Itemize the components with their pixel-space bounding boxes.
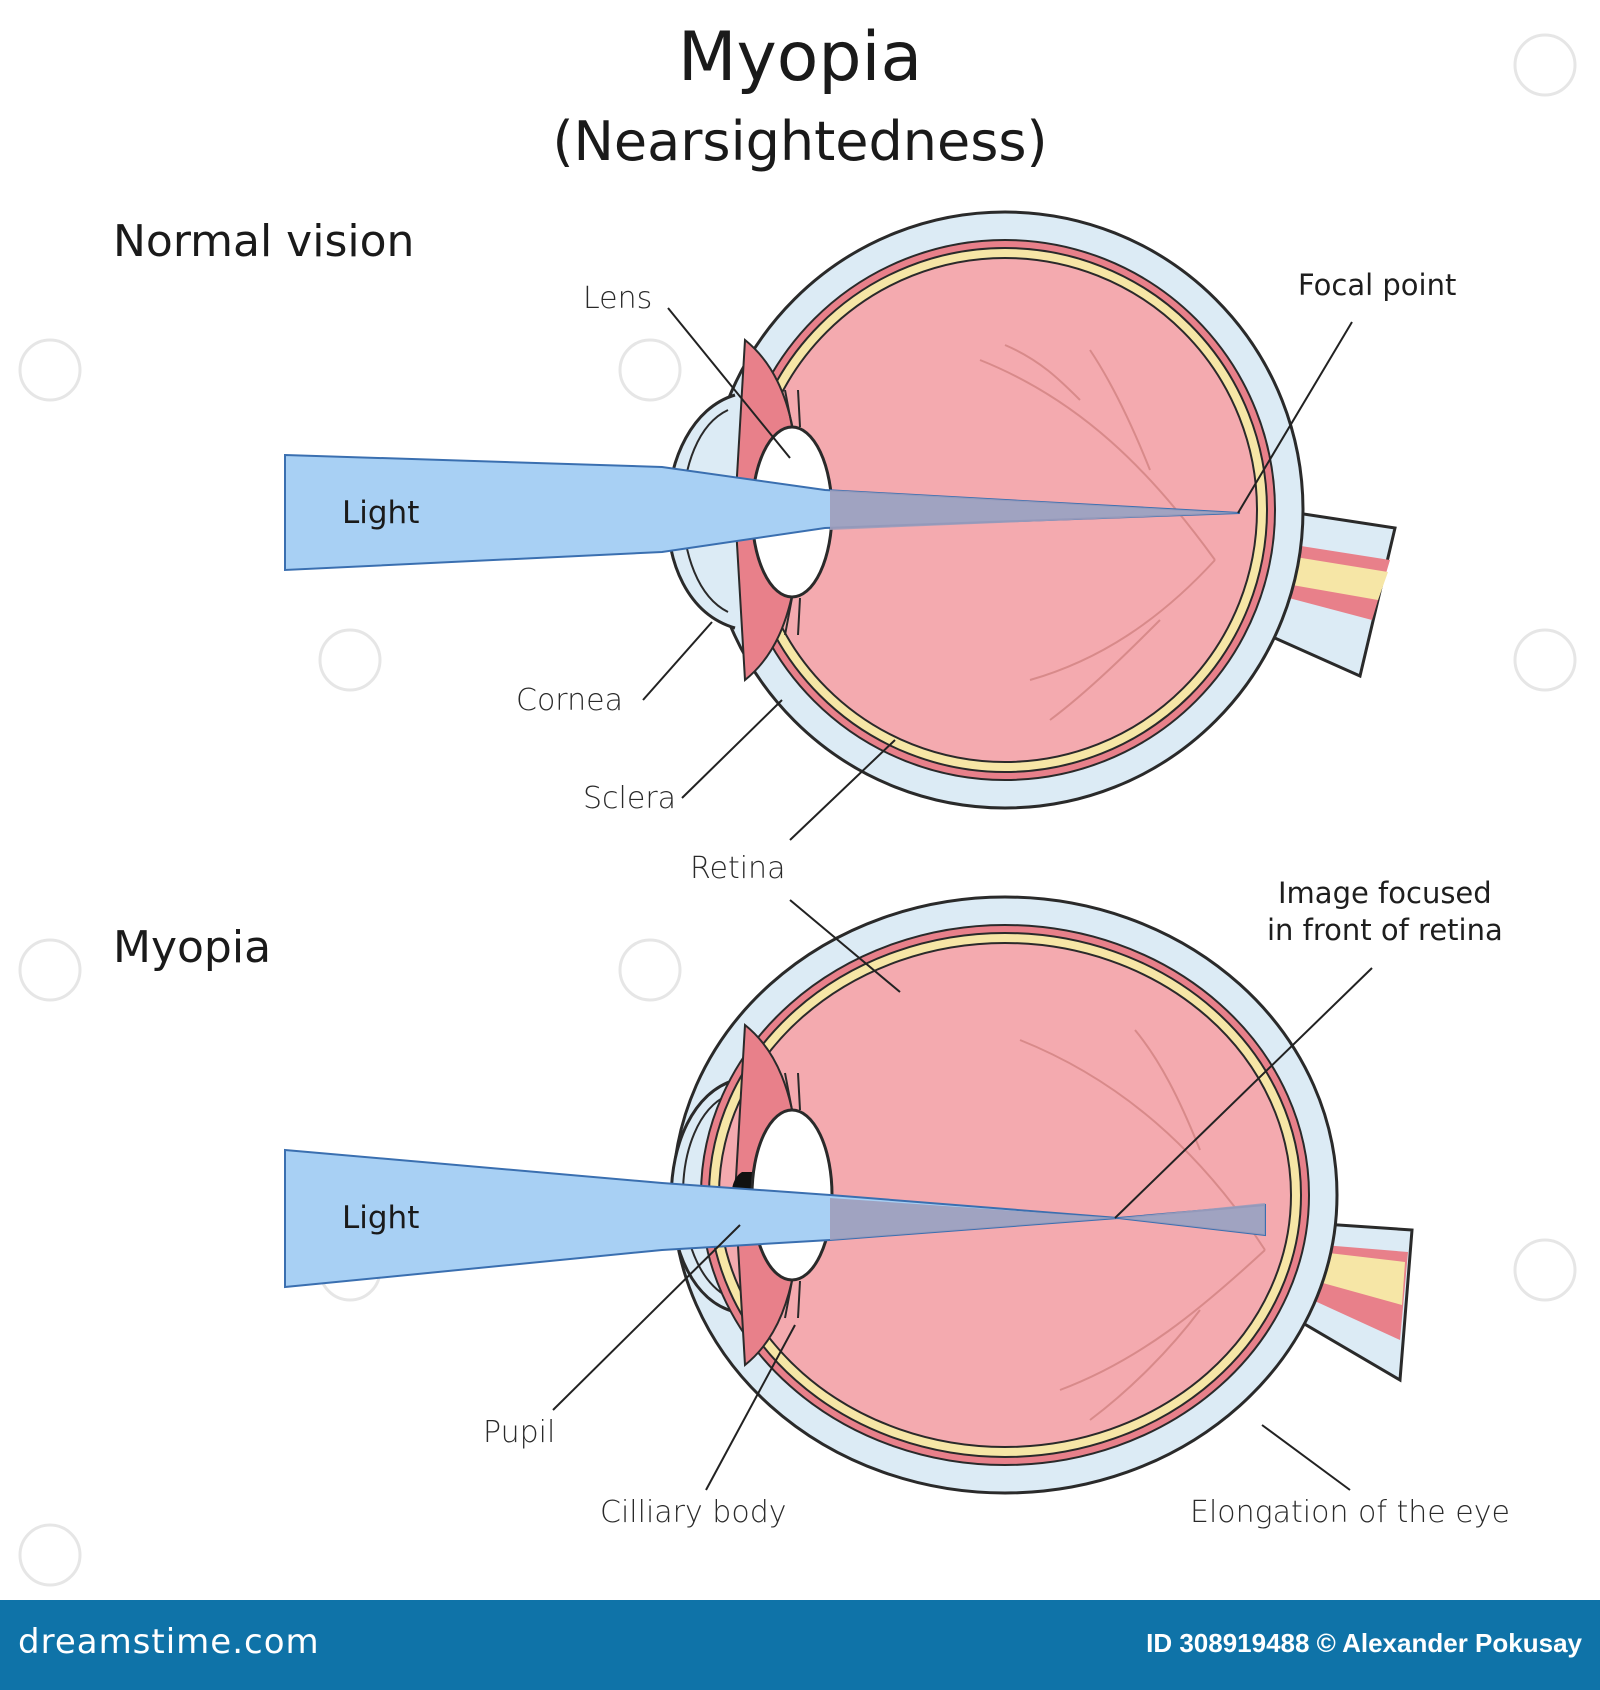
leader-ciliary-body (705, 1324, 796, 1491)
myopic-eye: Light (284, 895, 1414, 1495)
footer-bar: dreamstime.com ID 308919488 © Alexander … (0, 1600, 1600, 1690)
subtitle: (Nearsightedness) (552, 110, 1047, 173)
footer-credit: ID 308919488 © Alexander Pokusay (1146, 1628, 1582, 1658)
leader-image-focused (1114, 967, 1373, 1219)
normal-eye: Light (284, 210, 1397, 810)
light-label-top: Light (342, 495, 419, 531)
section-myopia: Myopia (113, 922, 271, 973)
footer-brand[interactable]: dreamstime.com (18, 1622, 320, 1662)
label-ciliary-body: Cilliary body (600, 1495, 787, 1530)
leader-lens (667, 307, 791, 459)
spiral-watermark-icon (18, 338, 82, 402)
spiral-watermark-icon (1513, 33, 1577, 97)
spiral-watermark-icon (1513, 628, 1577, 692)
leader-retina (789, 739, 896, 841)
leader-elongation (1261, 1424, 1351, 1491)
label-focal-point: Focal point (1298, 268, 1456, 302)
label-retina: Retina (690, 851, 785, 886)
label-image-focused-line2: in front of retina (1267, 913, 1503, 947)
spiral-watermark-icon (318, 628, 382, 692)
myopia-diagram: Myopia (Nearsightedness) Normal vision M… (18, 18, 1577, 1587)
label-sclera: Sclera (583, 781, 676, 816)
spiral-watermark-icon (1513, 1238, 1577, 1302)
label-elongation: Elongation of the eye (1190, 1495, 1510, 1530)
leader-focal-point (1237, 321, 1353, 514)
spiral-watermark-icon (18, 1523, 82, 1587)
section-normal-vision: Normal vision (113, 216, 414, 267)
spiral-watermark-icon (618, 938, 682, 1002)
label-image-focused-line1: Image focused (1278, 876, 1492, 910)
light-label-bottom: Light (342, 1200, 419, 1236)
spiral-watermark-icon (18, 938, 82, 1002)
label-cornea: Cornea (516, 683, 623, 718)
spiral-watermark-icon (618, 338, 682, 402)
leader-pupil (552, 1224, 741, 1411)
label-lens: Lens (583, 281, 652, 316)
title: Myopia (678, 18, 922, 97)
leader-retina-myopic (789, 899, 901, 993)
leader-sclera (681, 699, 783, 799)
label-pupil: Pupil (483, 1415, 555, 1450)
leader-cornea (642, 621, 713, 701)
